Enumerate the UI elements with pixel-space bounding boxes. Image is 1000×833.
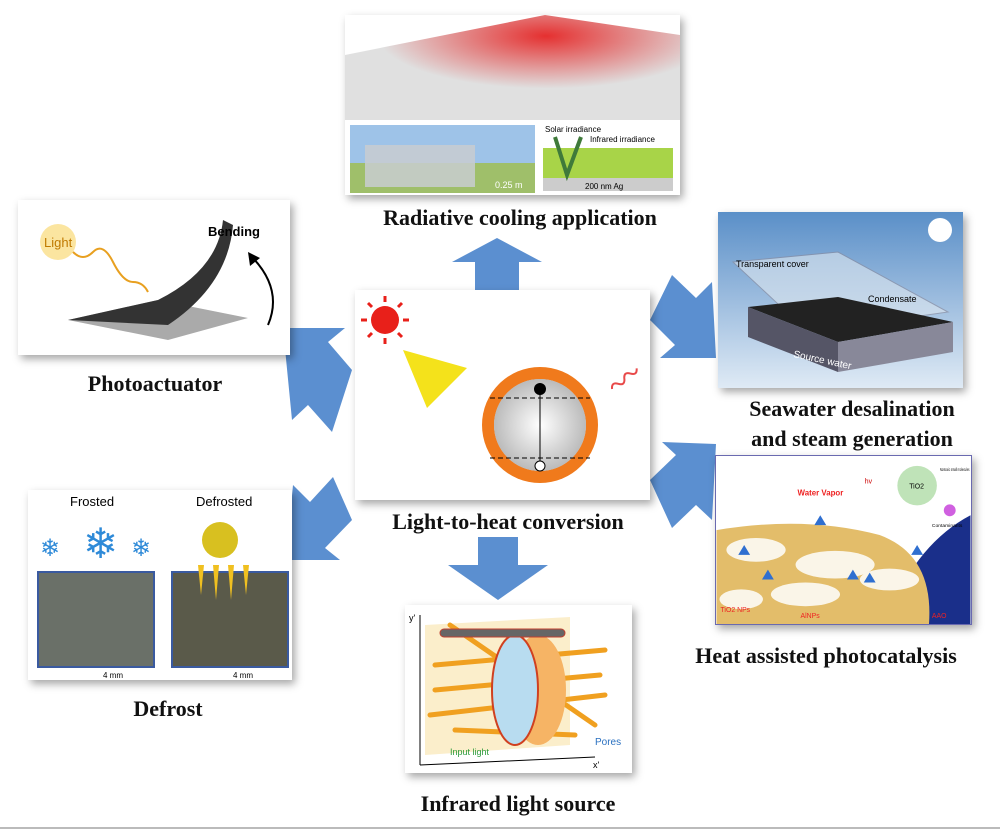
condensate-label: Condensate xyxy=(868,294,917,304)
sun-icon xyxy=(361,296,409,344)
tio2nps-label: TiO2 NPs xyxy=(720,607,750,614)
arrow-down-right xyxy=(650,442,716,528)
snowflake-icon: ❄ xyxy=(40,535,60,562)
light-beam xyxy=(403,350,467,408)
aao-label: AAO xyxy=(932,613,947,620)
snowflake-icon: ❄ xyxy=(131,535,151,562)
center-panel xyxy=(355,290,650,500)
ag-label: 200 nm Ag xyxy=(585,182,623,191)
arrow-up-left xyxy=(283,328,352,432)
defrost-panel: Frosted Defrosted ❄ ❄ ❄ 4 mm 4 mm xyxy=(28,490,292,680)
photoactuator-panel: Light Bending xyxy=(18,200,290,355)
bottom-divider xyxy=(0,827,1000,829)
scale-label-defrosted: 4 mm xyxy=(233,671,253,680)
arrow-down xyxy=(448,537,548,600)
infrared-panel: y' x' Input light Pores xyxy=(405,605,632,773)
y-axis-label: y' xyxy=(409,613,416,623)
arrow-down-left xyxy=(286,477,352,560)
contaminants-label: Contaminants xyxy=(932,523,963,529)
pores-label: Pores xyxy=(595,737,621,748)
alnps-label: AlNPs xyxy=(801,613,821,620)
cover-label: Transparent cover xyxy=(736,259,809,269)
nontoxic-label: Nontoxic small molecules xyxy=(940,467,970,473)
arrow-up xyxy=(452,238,542,290)
solar-label: Solar irradiance xyxy=(545,125,602,134)
snowflake-icon: ❄ xyxy=(83,520,118,567)
scale-label-frosted: 4 mm xyxy=(103,671,123,680)
infrared-label: Infrared irradiance xyxy=(590,135,655,144)
hv-label: hv xyxy=(865,479,873,486)
seawater-panel: Transparent cover Condensate Source wate… xyxy=(718,212,963,388)
center-title: Light-to-heat conversion xyxy=(392,509,624,534)
input-light-label: Input light xyxy=(450,747,490,757)
defrosted-label: Defrosted xyxy=(196,494,252,509)
scale-label: 0.25 m xyxy=(495,180,523,190)
arrow-up-right xyxy=(650,275,716,358)
photocatalysis-title: Heat assisted photocatalysis xyxy=(695,643,957,668)
sun-icon xyxy=(202,522,238,558)
photocatalysis-panel: Water Vapor TiO2 hv Nontoxic small molec… xyxy=(715,455,972,625)
frosted-label: Frosted xyxy=(70,494,114,509)
x-axis-label: x' xyxy=(593,760,600,770)
tio2-label: TiO2 xyxy=(909,484,924,491)
bending-label: Bending xyxy=(208,224,260,239)
seawater-title-line2: and steam generation xyxy=(751,426,953,451)
seawater-title-line1: Seawater desalination xyxy=(749,396,955,421)
vapor-label: Water Vapor xyxy=(798,489,844,498)
defrost-title: Defrost xyxy=(133,696,203,721)
radiative-title: Radiative cooling application xyxy=(383,205,657,230)
photoactuator-title: Photoactuator xyxy=(87,371,223,396)
radiative-cooling-panel: 0.25 m Solar irradiance Infrared irradia… xyxy=(345,15,680,195)
infrared-title: Infrared light source xyxy=(420,791,616,816)
light-label: Light xyxy=(44,235,73,250)
